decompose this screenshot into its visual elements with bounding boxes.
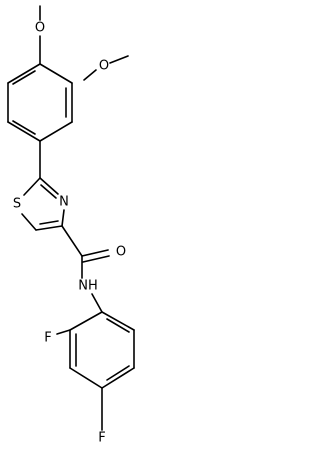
ring-a-double-3 [12, 70, 36, 85]
thiazole-bond-c5-c4 [35, 225, 63, 231]
thiazole-double-n-c2 [40, 184, 57, 199]
atom-o-methoxy-top: O [35, 21, 45, 36]
atom-n-thiazole: N [59, 195, 69, 210]
atom-o-methoxy-right: O [99, 59, 109, 74]
ring-b-bond-1 [101, 311, 135, 331]
thiazole-bond-c4-n [61, 209, 65, 227]
bond-carbonyl-o [81, 249, 109, 257]
bond-carbonyl-o-double [82, 255, 110, 263]
atom-f-para: F [98, 431, 105, 446]
bond-ortho-f [56, 329, 71, 335]
ring-b-bond-4 [69, 367, 103, 389]
difluorophenyl-ring [69, 311, 135, 389]
bond-o-right-ring [83, 69, 97, 81]
ring-b-bond-3 [101, 367, 135, 389]
atom-f-ortho: F [44, 331, 51, 346]
bond-c4-carbonyl [61, 225, 83, 257]
ring-a-double-2 [12, 120, 36, 135]
ring-b-double-1 [106, 318, 130, 333]
ring-a-bond-1 [39, 63, 73, 84]
thiazole-bond-s-c5 [21, 213, 37, 231]
atom-o-carbonyl: O [116, 245, 126, 260]
atom-s-thiazole: S [13, 197, 21, 212]
thiazole-ring [21, 177, 65, 231]
atom-nh-amide: NH [78, 279, 98, 294]
thiazole-bond-n-c2 [39, 177, 59, 195]
bond-n-aryl [91, 293, 103, 313]
molecule-structure: O O S N O NH F F [7, 5, 135, 446]
ring-a-bond-3 [39, 121, 73, 142]
ring-a-bond-4 [7, 121, 41, 142]
thiazole-bond-c2-s [23, 177, 41, 196]
dimethoxyphenyl-ring [7, 63, 73, 142]
ring-b-double-2 [106, 365, 130, 381]
ring-b-bond-6 [69, 311, 103, 331]
ring-a-bond-6 [7, 63, 41, 84]
bond-methyl-right [109, 55, 129, 64]
thiazole-double-c5-c4 [39, 220, 59, 225]
